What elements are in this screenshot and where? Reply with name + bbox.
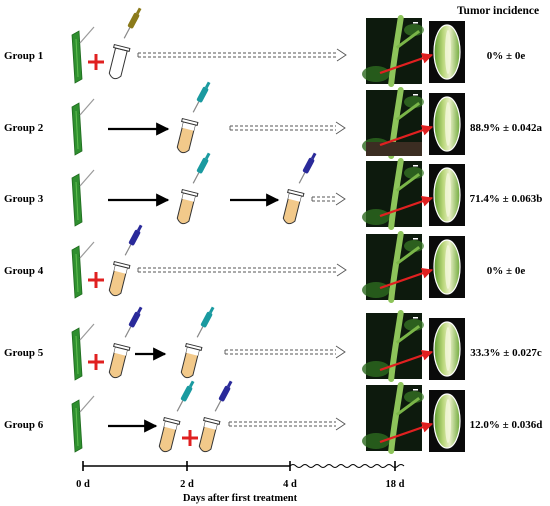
stem-icon: [71, 169, 95, 227]
plant-photo: [362, 382, 424, 454]
group-label: Group 2: [4, 122, 44, 134]
stem-closeup: [429, 21, 465, 83]
stem-icon: [71, 98, 95, 156]
tick-label: 18 d: [386, 479, 405, 490]
tube-icon: [158, 416, 181, 453]
stem-closeup: [429, 390, 465, 452]
group-row: Group 6 12.0% ± 0.036d: [4, 380, 542, 454]
group-label: Group 4: [4, 265, 44, 277]
group-row: Group 1 0% ± 0e: [4, 7, 526, 87]
pointer-arrow-icon: [379, 125, 434, 147]
pointer-arrow-icon: [379, 53, 434, 75]
tube-icon: [176, 117, 199, 154]
stem-closeup: [429, 93, 465, 155]
plus-icon: [88, 354, 104, 370]
group-row: Group 4 0% ± 0e: [4, 224, 526, 303]
timeline-axis-label: Days after first treatment: [183, 493, 298, 504]
plus-icon: [182, 430, 198, 446]
pipette-icon: [124, 306, 143, 338]
pipette-icon: [124, 224, 143, 256]
stem-icon: [71, 241, 95, 299]
dashed-arrow-icon: [228, 417, 346, 431]
dashed-arrow-icon: [137, 48, 347, 62]
plant-photo: [362, 310, 424, 382]
pipette-icon: [298, 152, 317, 184]
tick-label: 4 d: [283, 479, 297, 490]
pointer-arrow-icon: [379, 268, 434, 290]
pipette-icon: [176, 380, 195, 412]
stem-closeup: [429, 164, 465, 226]
tube-icon: [282, 188, 305, 225]
plant-photo: [362, 87, 424, 159]
tube-icon: [108, 260, 131, 297]
tick-label: 0 d: [76, 479, 90, 490]
dashed-arrow-icon: [137, 263, 347, 277]
incidence-value: 0% ± 0e: [487, 265, 526, 277]
dashed-arrow-icon: [224, 345, 346, 359]
incidence-value: 12.0% ± 0.036d: [470, 419, 543, 431]
pipette-icon: [123, 7, 142, 39]
incidence-value: 88.9% ± 0.042a: [470, 122, 543, 134]
group-label: Group 6: [4, 419, 44, 431]
group-row: Group 2 88.9% ± 0.042a: [4, 81, 543, 159]
pointer-arrow-icon: [379, 350, 434, 372]
tube-icon: [180, 342, 203, 379]
group-label: Group 5: [4, 347, 44, 359]
tick-label: 2 d: [180, 479, 194, 490]
tube-icon: [198, 416, 221, 453]
stem-icon: [71, 395, 95, 453]
tube-icon: [108, 342, 131, 379]
group-row: Group 3 71.4% ± 0.063b: [4, 152, 543, 230]
group-label: Group 1: [4, 50, 43, 62]
stem-closeup: [429, 236, 465, 298]
tube-icon: [108, 43, 131, 80]
stem-icon: [71, 26, 95, 84]
incidence-value: 71.4% ± 0.063b: [470, 193, 543, 205]
plant-photo: [362, 231, 424, 303]
plus-icon: [88, 54, 104, 70]
incidence-value: 0% ± 0e: [487, 50, 526, 62]
dashed-arrow-icon: [311, 192, 346, 206]
stem-icon: [71, 323, 95, 381]
tumor-incidence-header: Tumor incidence: [457, 5, 539, 17]
pipette-icon: [192, 152, 211, 184]
pointer-arrow-icon: [379, 422, 434, 444]
plant-photo: [362, 15, 424, 87]
pipette-icon: [192, 81, 211, 113]
stem-closeup: [429, 318, 465, 380]
incidence-value: 33.3% ± 0.027c: [470, 347, 542, 359]
dashed-arrow-icon: [229, 121, 346, 135]
pipette-icon: [196, 306, 215, 338]
plus-icon: [88, 272, 104, 288]
timeline: 0 d 2 d 4 d 18 d Days after first treatm…: [76, 461, 405, 504]
timeline-break: [289, 464, 405, 468]
tube-icon: [176, 188, 199, 225]
group-row: Group 5 33.3% ± 0.027c: [4, 306, 542, 382]
plant-photo: [362, 158, 424, 230]
pipette-icon: [214, 380, 233, 412]
pointer-arrow-icon: [379, 196, 434, 218]
group-label: Group 3: [4, 193, 44, 205]
